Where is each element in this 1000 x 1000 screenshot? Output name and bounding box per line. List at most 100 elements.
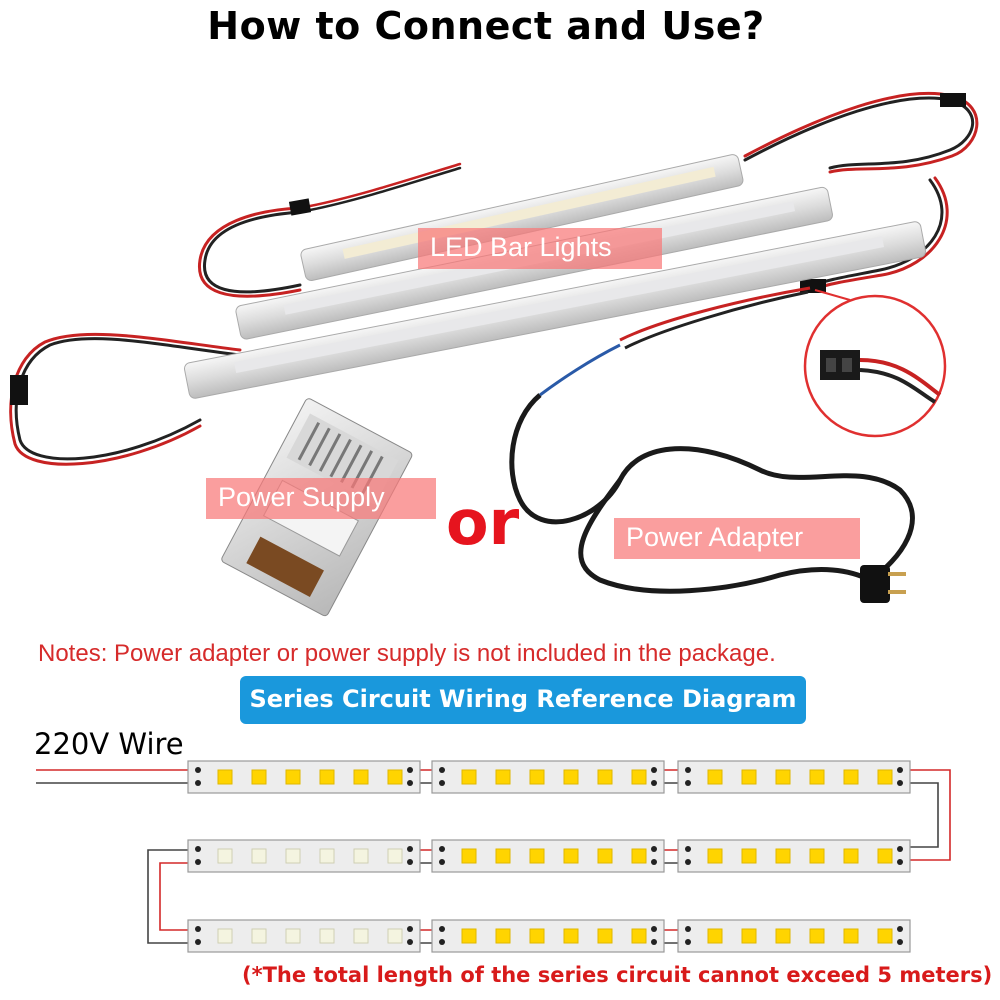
led-chip — [461, 928, 477, 944]
terminal-dot — [897, 846, 903, 852]
led-chip — [707, 848, 723, 864]
led-chip — [741, 928, 757, 944]
led-chip — [877, 769, 893, 785]
led-chip — [631, 928, 647, 944]
led-chip — [251, 848, 267, 864]
power-adapter-label: Power Adapter — [614, 518, 860, 559]
terminal-dot — [407, 846, 413, 852]
led-chip — [631, 848, 647, 864]
led-chip — [285, 848, 301, 864]
led-chip — [809, 848, 825, 864]
led-chip — [353, 848, 369, 864]
terminal-dot — [407, 767, 413, 773]
diagram-led-bar — [187, 760, 421, 794]
led-chip — [741, 848, 757, 864]
terminal-dot — [685, 767, 691, 773]
terminal-dot — [685, 939, 691, 945]
led-chip — [529, 769, 545, 785]
page-title: How to Connect and Use? — [207, 4, 765, 48]
led-chip — [461, 848, 477, 864]
led-chip — [319, 848, 335, 864]
terminal-dot — [195, 846, 201, 852]
led-chip — [529, 848, 545, 864]
terminal-dot — [407, 939, 413, 945]
terminal-dot — [897, 939, 903, 945]
led-chip — [597, 848, 613, 864]
diagram-bars — [187, 760, 911, 953]
terminal-dot — [651, 846, 657, 852]
package-notes: Notes: Power adapter or power supply is … — [38, 640, 776, 667]
terminal-dot — [195, 767, 201, 773]
terminal-dot — [195, 926, 201, 932]
led-chip — [877, 848, 893, 864]
diagram-led-bar — [677, 839, 911, 873]
terminal-dot — [685, 846, 691, 852]
wire-voltage-label: 220V Wire — [34, 727, 184, 761]
led-chip — [741, 769, 757, 785]
terminal-dot — [439, 859, 445, 865]
terminal-dot — [897, 926, 903, 932]
led-chip — [843, 769, 859, 785]
led-chip — [877, 928, 893, 944]
terminal-dot — [651, 780, 657, 786]
diagram-led-bar — [187, 919, 421, 953]
diagram-led-bar — [677, 919, 911, 953]
diagram-led-bar — [431, 919, 665, 953]
power-adapter-photo — [509, 286, 915, 603]
led-chip — [775, 769, 791, 785]
led-chip — [495, 769, 511, 785]
power-supply-label: Power Supply — [206, 478, 436, 519]
led-chip — [843, 848, 859, 864]
led-chip — [495, 848, 511, 864]
led-chip — [495, 928, 511, 944]
led-chip — [319, 769, 335, 785]
led-chip — [387, 848, 403, 864]
led-chip — [319, 928, 335, 944]
terminal-dot — [651, 926, 657, 932]
diagram-led-bar — [431, 839, 665, 873]
connectors — [10, 93, 966, 405]
led-chip — [353, 769, 369, 785]
terminal-dot — [439, 780, 445, 786]
led-chip — [809, 769, 825, 785]
diagram-led-bar — [431, 760, 665, 794]
led-chip — [563, 769, 579, 785]
length-limit-note: (*The total length of the series circuit… — [242, 963, 993, 987]
terminal-dot — [685, 926, 691, 932]
terminal-dot — [651, 767, 657, 773]
terminal-dot — [897, 859, 903, 865]
led-chip — [217, 928, 233, 944]
led-chip — [597, 928, 613, 944]
led-chip — [631, 769, 647, 785]
terminal-dot — [407, 859, 413, 865]
led-chip — [217, 769, 233, 785]
led-chip — [843, 928, 859, 944]
terminal-dot — [897, 780, 903, 786]
terminal-dot — [407, 780, 413, 786]
led-chip — [251, 769, 267, 785]
terminal-dot — [897, 767, 903, 773]
terminal-dot — [651, 939, 657, 945]
connector-zoom-circle — [803, 289, 947, 438]
led-chip — [461, 769, 477, 785]
led-chip — [387, 928, 403, 944]
terminal-dot — [439, 939, 445, 945]
led-chip — [353, 928, 369, 944]
terminal-dot — [407, 926, 413, 932]
wiring-diagram-banner: Series Circuit Wiring Reference Diagram — [240, 676, 806, 724]
led-chip — [597, 769, 613, 785]
led-chip — [217, 848, 233, 864]
terminal-dot — [439, 926, 445, 932]
terminal-dot — [195, 859, 201, 865]
led-chip — [387, 769, 403, 785]
terminal-dot — [685, 859, 691, 865]
series-wiring-diagram — [36, 760, 951, 953]
diagram-led-bar — [677, 760, 911, 794]
led-chip — [285, 769, 301, 785]
terminal-dot — [195, 939, 201, 945]
led-chip — [251, 928, 267, 944]
led-chip — [529, 928, 545, 944]
led-chip — [707, 769, 723, 785]
terminal-dot — [439, 846, 445, 852]
diagram-led-bar — [187, 839, 421, 873]
